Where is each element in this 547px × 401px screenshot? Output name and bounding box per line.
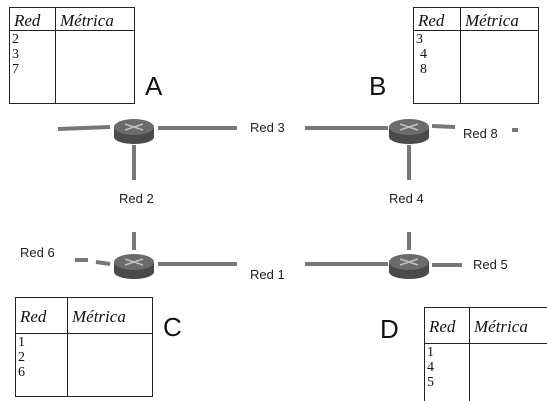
router-label-b: B: [369, 71, 386, 101]
table-cell-red: 4: [427, 360, 434, 375]
link-label-red4: Red 4: [389, 191, 424, 206]
link-label-red5: Red 5: [473, 257, 508, 272]
table-cell-red: 2: [12, 32, 19, 47]
link-a-stub: [57, 125, 111, 131]
routing-table-c: Red 1 2 6 Métrica: [15, 297, 153, 397]
link-label-red1: Red 1: [250, 267, 285, 282]
table-header-red: Red: [10, 8, 55, 31]
table-cell-red: 7: [12, 62, 19, 77]
table-cell-red: 1: [427, 345, 434, 360]
link-label-red8: Red 8: [463, 126, 498, 141]
table-header-red: Red: [425, 308, 469, 344]
router-icon: [389, 254, 429, 279]
table-cell-red: 2: [18, 350, 25, 365]
link-label-red2: Red 2: [119, 191, 154, 206]
table-header-red: Red: [414, 8, 460, 31]
router-label-d: D: [380, 314, 399, 344]
router-label-a: A: [145, 71, 163, 101]
table-cell-red: 3: [12, 47, 19, 62]
link-label-red3: Red 3: [250, 120, 285, 135]
routing-table-d: Red 1 4 5 Métrica: [424, 307, 547, 401]
router-icon: [389, 119, 429, 144]
router-label-c: C: [163, 312, 182, 342]
table-cell-red: 6: [18, 365, 25, 380]
routing-table-a: Red 2 3 7 Métrica: [9, 7, 135, 104]
link-red6-b: [95, 260, 111, 266]
router-icon: [114, 254, 154, 279]
link-red8: [431, 124, 456, 129]
table-cell-red: 1: [18, 335, 25, 350]
table-cell-red: 8: [420, 62, 427, 77]
table-cell-red: 4: [420, 47, 427, 62]
link-label-red6: Red 6: [20, 245, 55, 260]
table-header-metrica: Métrica: [461, 8, 538, 31]
table-cell-red: 5: [427, 375, 434, 390]
table-header-red: Red: [16, 298, 67, 334]
table-header-metrica: Métrica: [56, 8, 134, 31]
routing-table-b: Red 3 4 8 Métrica: [413, 7, 539, 104]
table-header-metrica: Métrica: [68, 298, 152, 334]
router-icon: [114, 119, 154, 144]
table-header-metrica: Métrica: [470, 308, 547, 344]
table-cell-red: 3: [416, 32, 423, 47]
